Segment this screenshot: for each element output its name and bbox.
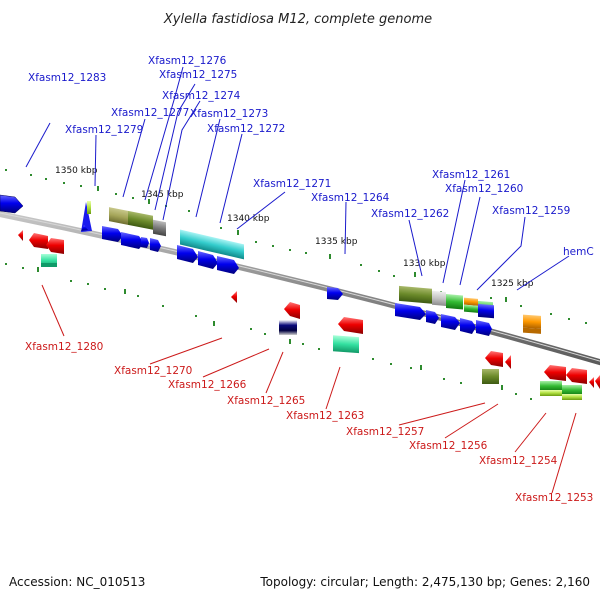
gene-rev: [18, 230, 23, 241]
kbp-label-1345: 1345 kbp: [141, 190, 184, 200]
gene-label-Xfasm12_1276[interactable]: Xfasm12_1276: [148, 55, 227, 67]
gene-label-Xfasm12_1272[interactable]: Xfasm12_1272: [207, 123, 285, 135]
gene-rev: [338, 317, 363, 334]
gene-label-Xfasm12_1260[interactable]: Xfasm12_1260: [445, 183, 523, 195]
gene-teal: [333, 335, 359, 354]
gene-label-Xfasm12_1274[interactable]: Xfasm12_1274: [162, 90, 241, 102]
genome-summary-text: Topology: circular; Length: 2,475,130 bp…: [259, 575, 590, 589]
gene-label-Xfasm12_1263[interactable]: Xfasm12_1263: [286, 410, 364, 422]
bottom-leader-lines: [41, 284, 577, 494]
gene-lime: [540, 390, 562, 396]
gene-fwd: [441, 314, 460, 330]
gene-rev: [284, 302, 300, 319]
gene-fwd: [177, 245, 198, 263]
gene-label-Xfasm12_1256[interactable]: Xfasm12_1256: [409, 440, 488, 452]
gene-green-small: [464, 304, 478, 313]
gene-fwd: [476, 320, 492, 336]
gene-label-Xfasm12_1253[interactable]: Xfasm12_1253: [515, 492, 593, 504]
gene-label-Xfasm12_1279[interactable]: Xfasm12_1279: [65, 124, 143, 136]
gene-green: [540, 381, 562, 391]
gene-rev: [595, 375, 600, 389]
gene-rev: [505, 355, 511, 369]
gene-label-Xfasm12_1265[interactable]: Xfasm12_1265: [227, 395, 305, 407]
gene-label-Xfasm12_1277[interactable]: Xfasm12_1277: [111, 107, 189, 119]
gene-rev: [566, 368, 587, 384]
gene-fwd: [198, 251, 218, 269]
gene-olive-dark: [399, 285, 432, 304]
kbp-label-1325: 1325 kbp: [491, 279, 534, 289]
gene-label-Xfasm12_1254[interactable]: Xfasm12_1254: [479, 455, 558, 467]
genome-backbone-highlight: [0, 212, 600, 362]
gene-fwd: [460, 318, 476, 334]
gene-orange-dark: [523, 327, 541, 334]
gene-blue-box: [478, 303, 494, 319]
gene-label-Xfasm12_1261[interactable]: Xfasm12_1261: [432, 169, 510, 181]
gene-fwd: [150, 238, 161, 252]
gene-fwd: [81, 225, 88, 231]
gene-orange: [523, 314, 541, 329]
gene-fwd: [327, 287, 343, 300]
map-title: Xylella fastidiosa M12, complete genome: [163, 12, 432, 27]
gene-label-Xfasm12_1259[interactable]: Xfasm12_1259: [492, 205, 570, 217]
upper-major-ticks: [97, 186, 507, 302]
gene-label-Xfasm12_1264[interactable]: Xfasm12_1264: [311, 192, 390, 204]
forward-genes: [0, 194, 541, 336]
gene-label-Xfasm12_1270[interactable]: Xfasm12_1270: [114, 365, 192, 377]
gene-label-Xfasm12_1273[interactable]: Xfasm12_1273: [190, 108, 268, 120]
kbp-label-1350: 1350 kbp: [55, 166, 98, 176]
gene-fwd: [395, 303, 426, 320]
gene-rev: [485, 351, 503, 367]
accession-text: Accession: NC_010513: [9, 575, 145, 589]
gene-green: [446, 294, 463, 310]
gene-navy: [279, 320, 297, 335]
gene-cyan: [180, 229, 205, 251]
gene-label-Xfasm12_1275[interactable]: Xfasm12_1275: [159, 69, 237, 81]
gene-green: [562, 385, 582, 395]
gene-fwd: [102, 226, 123, 242]
gene-label-Xfasm12_1257[interactable]: Xfasm12_1257: [346, 426, 424, 438]
gene-label-Xfasm12_1266[interactable]: Xfasm12_1266: [168, 379, 247, 391]
gene-rev: [544, 365, 566, 381]
gene-olive: [109, 207, 128, 225]
gene-fwd: [0, 194, 24, 214]
gene-rev: [29, 233, 48, 249]
gene-fwd: [121, 232, 144, 249]
gene-fwd: [426, 310, 439, 324]
lower-tick-row: [5, 263, 532, 400]
gene-rev: [231, 291, 237, 303]
gene-rev: [589, 377, 594, 388]
gene-label-Xfasm12_1262[interactable]: Xfasm12_1262: [371, 208, 449, 220]
gene-label-Xfasm12_1280[interactable]: Xfasm12_1280: [25, 341, 103, 353]
gene-orange: [464, 297, 478, 306]
gene-cyan: [205, 235, 244, 260]
kbp-label-1335: 1335 kbp: [315, 237, 358, 247]
gene-label-Xfasm12_1271[interactable]: Xfasm12_1271: [253, 178, 331, 190]
gene-fwd: [141, 237, 149, 248]
gene-olive-dark: [482, 369, 499, 384]
gene-silver: [432, 290, 446, 307]
genome-backbone: [0, 210, 600, 366]
gene-olive-dark: [128, 210, 153, 230]
gene-label-Xfasm12_1283[interactable]: Xfasm12_1283: [28, 72, 106, 84]
top-leader-lines: [25, 66, 570, 291]
gene-teal-dark: [41, 263, 57, 267]
gene-grey: [153, 219, 166, 237]
kbp-label-1340: 1340 kbp: [227, 214, 270, 224]
lower-major-ticks: [37, 267, 503, 390]
gene-fwd: [217, 256, 239, 274]
gene-rev: [46, 238, 64, 254]
gene-lime: [562, 394, 582, 400]
kbp-label-1330: 1330 kbp: [403, 259, 446, 269]
gene-label-hemC[interactable]: hemC: [563, 246, 594, 258]
gene-fwd: [81, 202, 92, 232]
reverse-genes: [18, 230, 600, 400]
gene-small-lime: [87, 201, 91, 214]
